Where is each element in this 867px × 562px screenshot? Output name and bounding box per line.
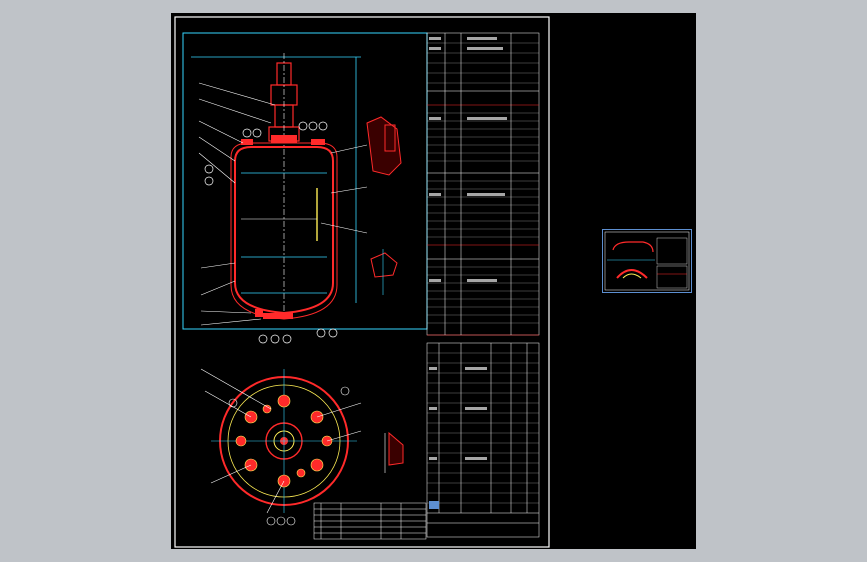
drawing-sheet xyxy=(171,13,555,549)
technical-drawing xyxy=(174,16,550,548)
detail-b xyxy=(370,249,398,295)
title-logo xyxy=(429,501,439,509)
agitator-drive xyxy=(268,53,300,313)
plan-view xyxy=(211,369,357,513)
view-frame xyxy=(182,32,428,330)
leader-lines xyxy=(198,82,368,326)
sheet-border xyxy=(174,16,550,548)
part-balloons xyxy=(204,121,338,344)
parts-list xyxy=(426,342,540,538)
detail-a xyxy=(366,116,402,176)
spec-table xyxy=(426,32,540,336)
nozzle-table xyxy=(313,502,427,540)
thumbnail-preview[interactable] xyxy=(602,229,692,293)
detail-c xyxy=(384,431,404,473)
thumbnail-drawing xyxy=(604,231,690,291)
